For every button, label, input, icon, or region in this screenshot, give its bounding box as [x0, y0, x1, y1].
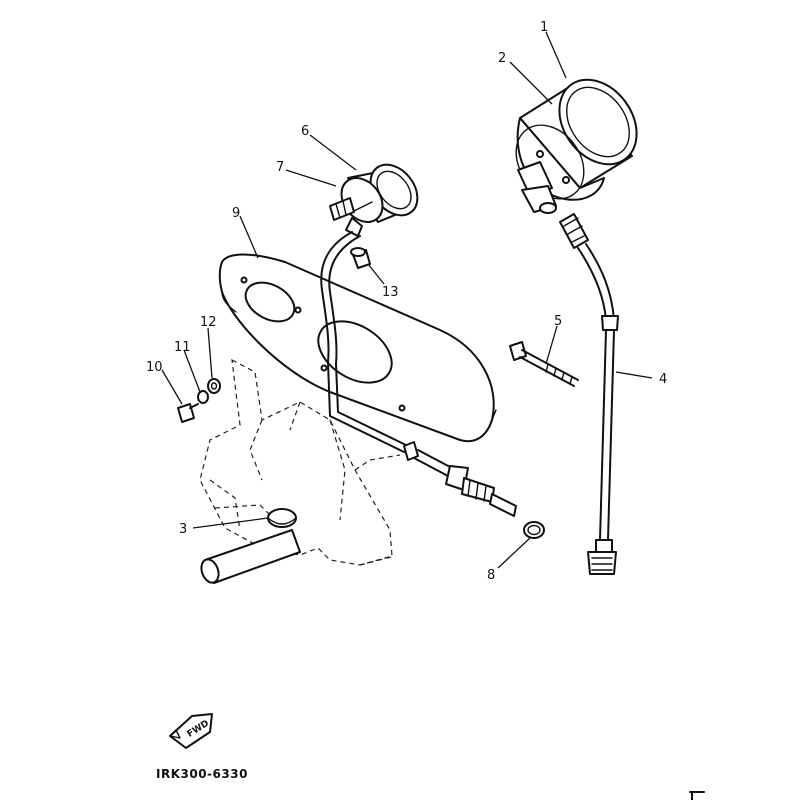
part-11-spring-washer: [197, 390, 209, 404]
tacho-cable-lower: [327, 361, 517, 517]
callout-9: 9: [232, 206, 240, 221]
tacho-cable-short: [320, 231, 361, 365]
front-direction-icon: FWD: [169, 713, 213, 749]
callout-13: 13: [382, 285, 399, 300]
corner-mark: [689, 791, 705, 801]
part-1-speedometer: [515, 78, 638, 201]
callout-12: 12: [200, 315, 217, 330]
callout-6: 6: [301, 124, 309, 139]
part-12-washer: [207, 378, 221, 394]
part-10-bolt: [177, 403, 199, 423]
diagram-code: IRK300-6330: [156, 767, 248, 781]
part-9-bracket-plate: [218, 253, 497, 443]
callout-5: 5: [554, 314, 562, 329]
callout-3: 3: [179, 522, 187, 537]
part-3-cap: [267, 508, 297, 528]
part-6-tachometer: [340, 163, 419, 223]
callout-numbers: 1 2 3 4 5 6 7 8 9 10 11 12 13: [146, 20, 667, 583]
part-7-fitting: [329, 197, 363, 237]
part-2-meter-fitting: [517, 161, 557, 214]
part-13-grommet: [350, 247, 371, 269]
callout-7: 7: [276, 160, 284, 175]
handlebar-tube: [200, 529, 301, 584]
callout-11: 11: [174, 340, 191, 355]
frame-bracket-phantom: [199, 358, 401, 566]
callout-8: 8: [487, 568, 495, 583]
callout-2: 2: [498, 51, 506, 66]
leader-lines: [161, 31, 653, 569]
callout-10: 10: [146, 360, 163, 375]
part-4-speedo-cable: [559, 213, 619, 575]
callout-4: 4: [659, 372, 667, 387]
callout-1: 1: [540, 20, 548, 35]
part-5-cable-band: [509, 341, 579, 387]
part-8-o-ring: [523, 521, 545, 539]
